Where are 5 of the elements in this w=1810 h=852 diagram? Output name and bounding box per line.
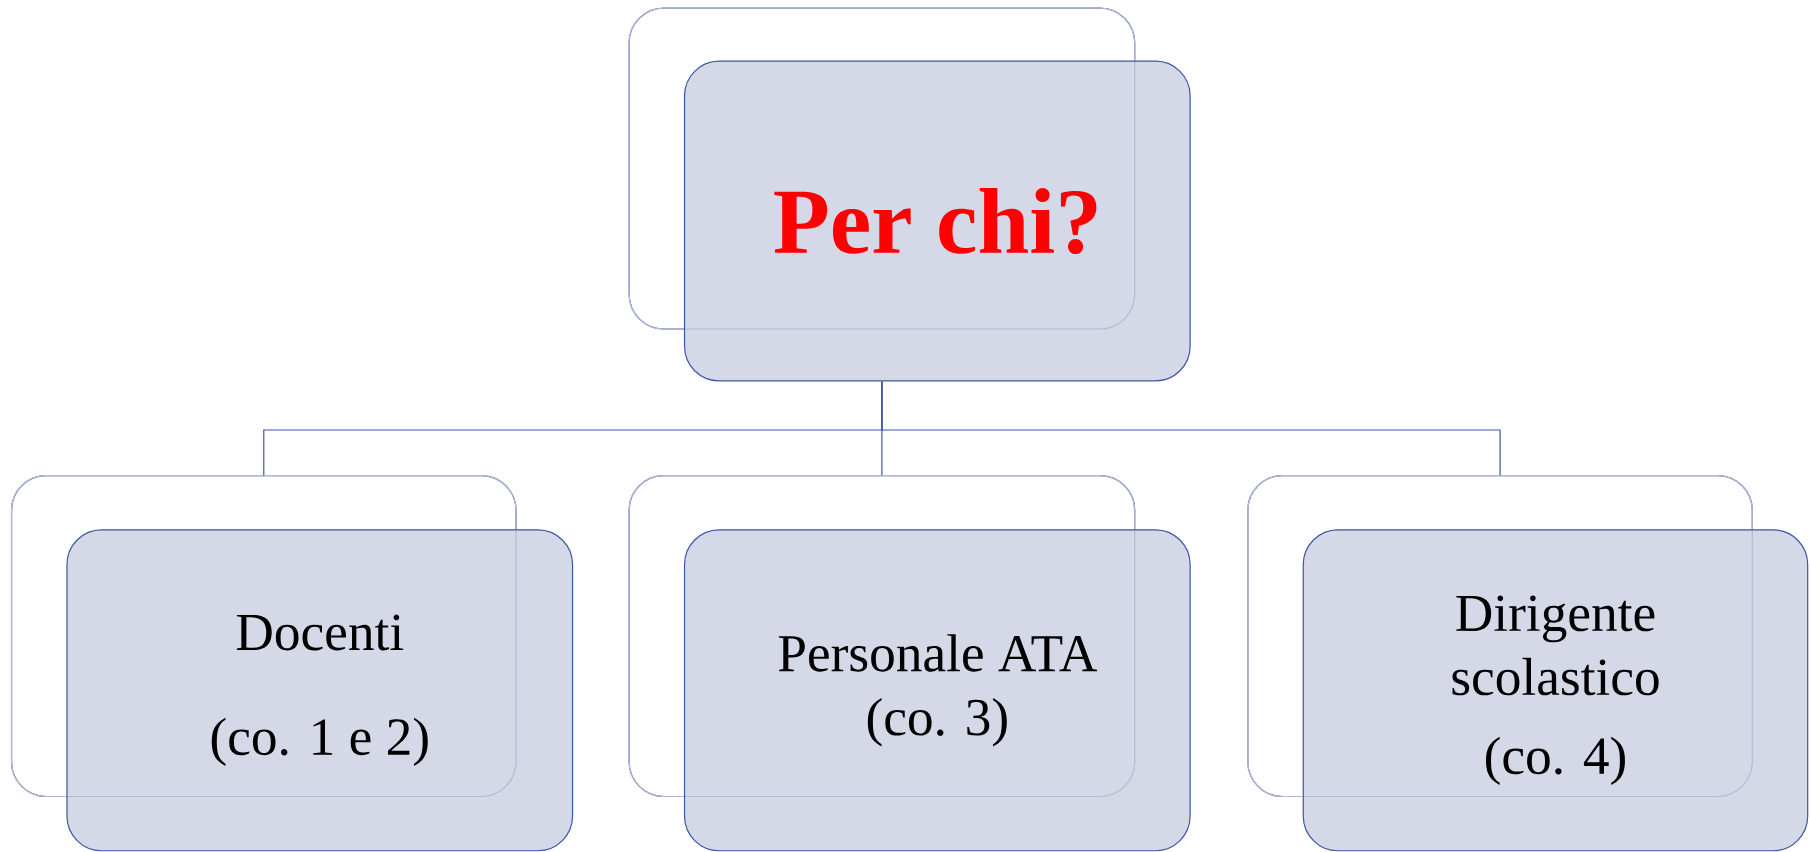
stacked-card-box: Per chi?: [628, 7, 1191, 382]
stacked-card-box: Dirigente scolastico (co. 4): [1247, 475, 1809, 852]
stacked-card-box: Personale ATA (co. 3): [628, 475, 1191, 852]
stacked-card-box: Docenti (co. 1 e 2): [10, 475, 574, 852]
connector-line: [881, 380, 1501, 477]
